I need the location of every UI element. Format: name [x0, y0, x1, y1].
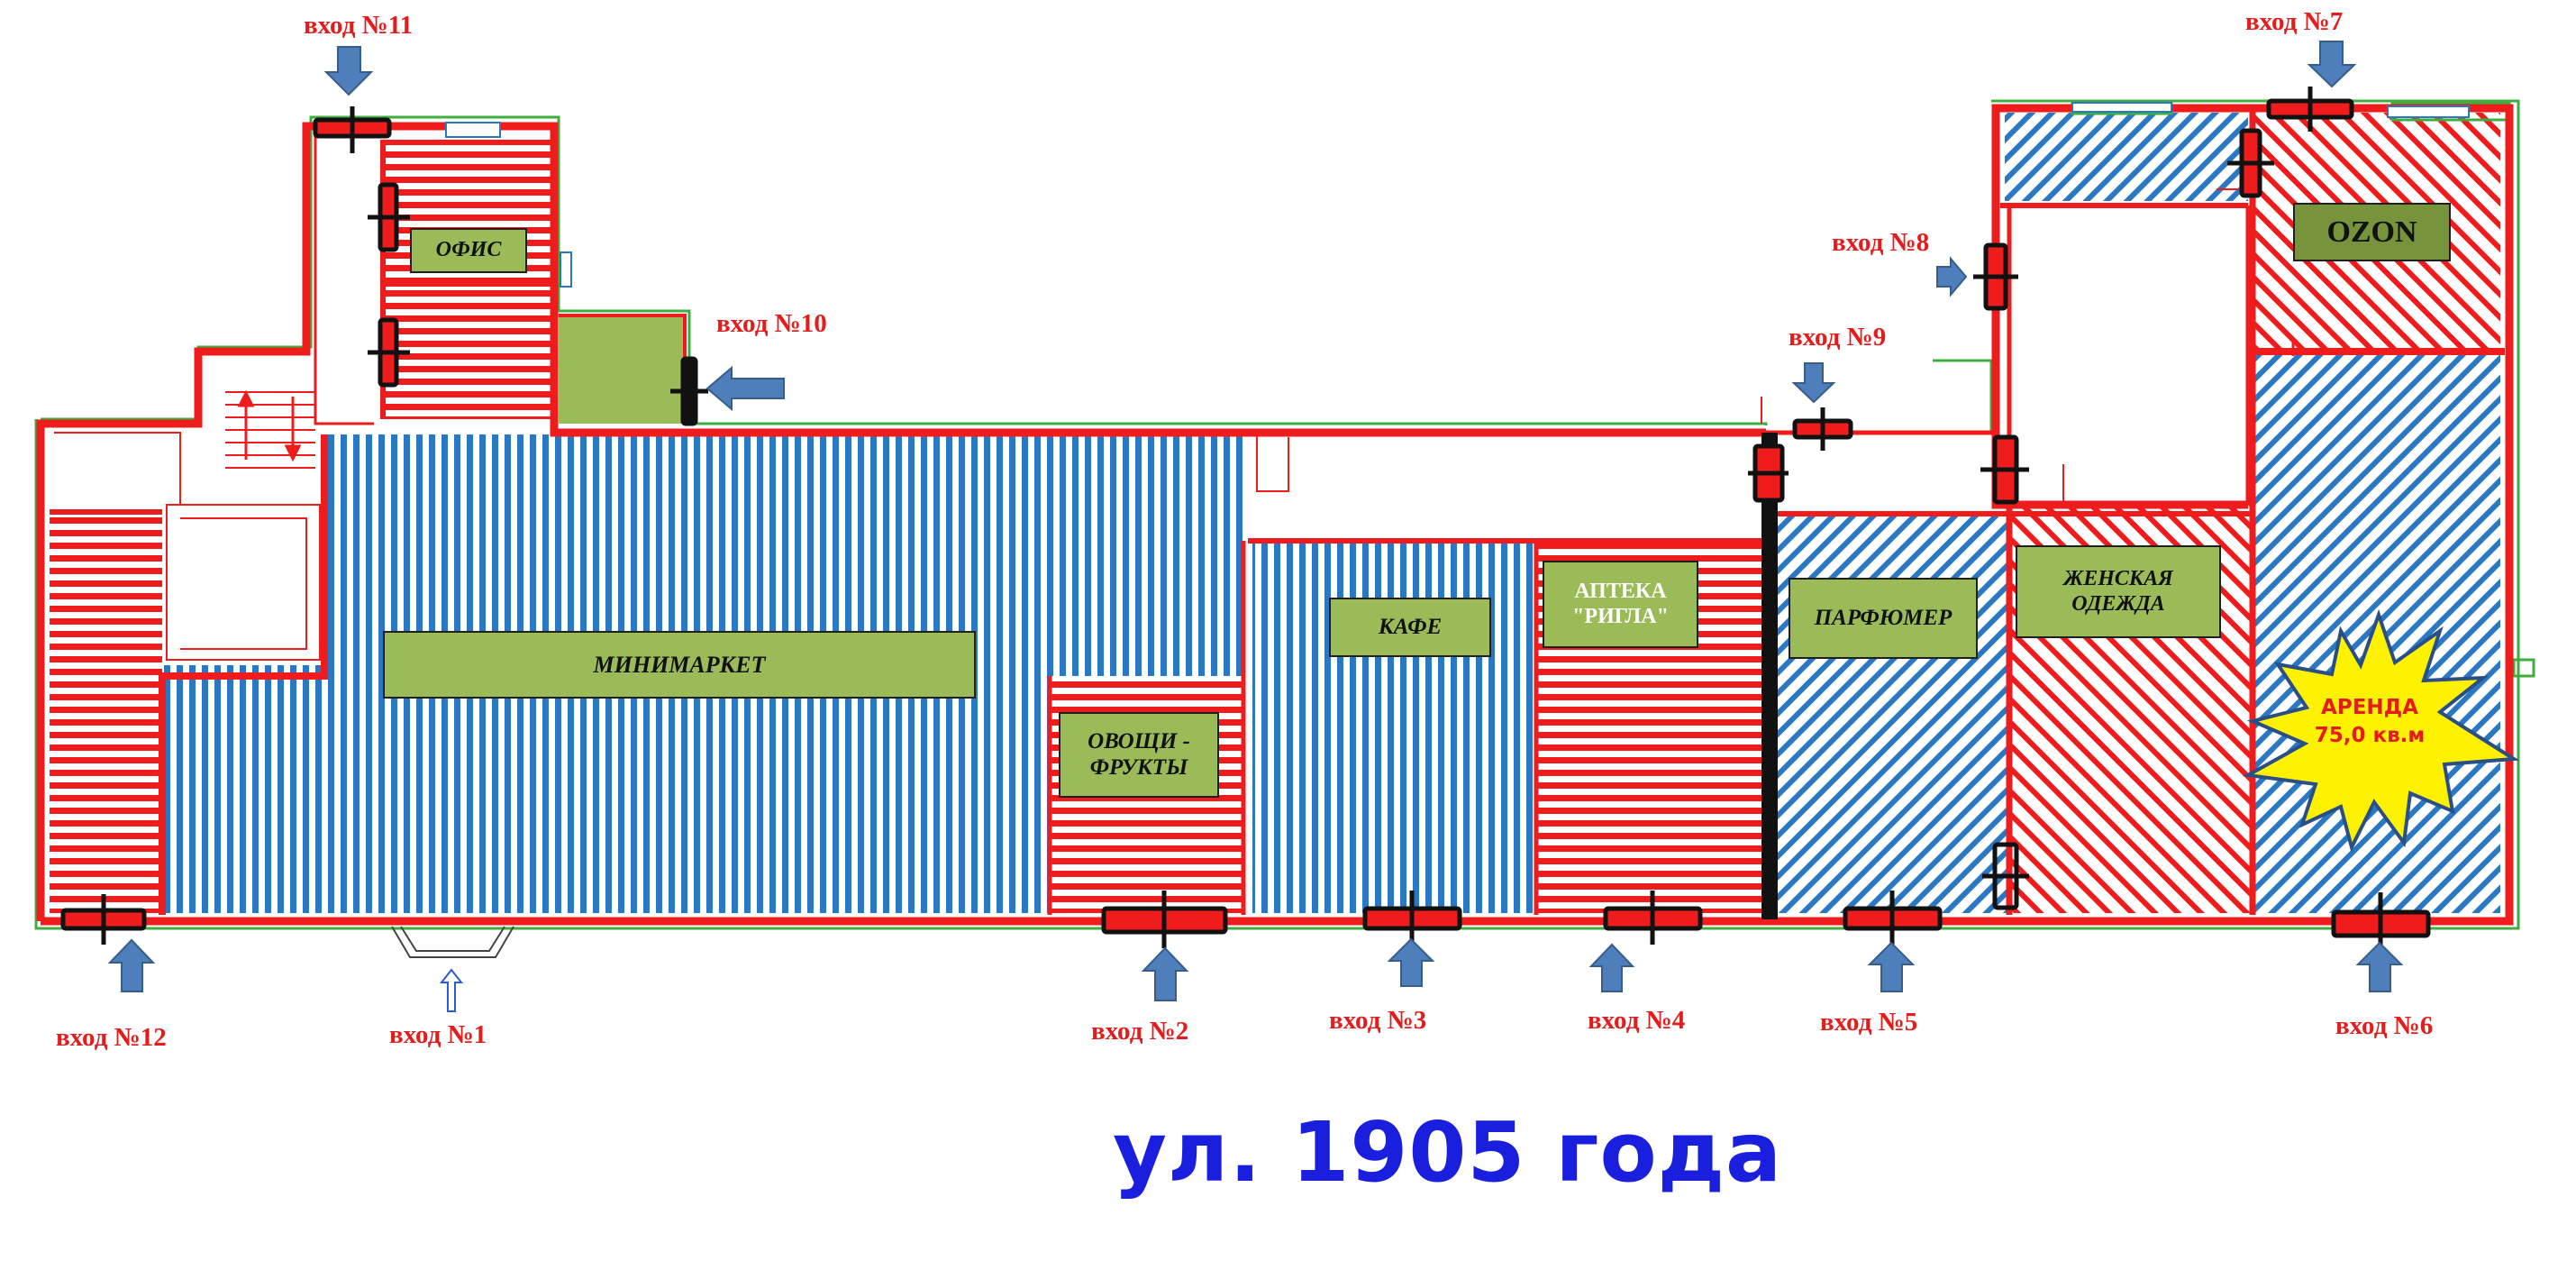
zone-stairs: [225, 388, 315, 469]
arrow-9: [1791, 362, 1836, 404]
entrance-label-10: вход №10: [716, 309, 827, 338]
arrow-2: [1141, 946, 1189, 1001]
door-6: [2331, 892, 2431, 954]
rent-star: [2242, 608, 2520, 853]
black-wall: [1761, 433, 1778, 919]
zone-minimarket-lower: [162, 665, 1050, 913]
zone-green-room: [559, 315, 685, 424]
entrance-label-5: вход №5: [1820, 1008, 1918, 1037]
windows: [445, 102, 2470, 288]
door-5: [1843, 891, 1943, 945]
door-womens-top: [1980, 434, 2029, 505]
door-ozon-side: [2227, 128, 2274, 198]
entrance-label-2: вход №2: [1091, 1017, 1189, 1046]
arrow-3: [1387, 937, 1435, 987]
entrance-1-steps: [391, 926, 514, 958]
door-3: [1362, 891, 1462, 945]
door-8: [1973, 242, 2018, 311]
zone-perfumer: [1775, 514, 2009, 913]
arrow-6: [2355, 941, 2404, 992]
label-office: ОФИС: [410, 228, 527, 273]
entrance-label-4: вход №4: [1588, 1006, 1686, 1035]
door-4: [1603, 891, 1703, 945]
entrance-label-8: вход №8: [1832, 228, 1930, 257]
door-black-wall: [1748, 443, 1789, 503]
door-womens-bottom: [1982, 842, 2029, 910]
walls: [36, 104, 2514, 926]
zone-office: [383, 140, 554, 419]
arrow-8: [1936, 256, 1968, 297]
arrow-12: [107, 938, 156, 992]
door-2: [1101, 891, 1228, 948]
zone-top-blue: [2005, 113, 2248, 201]
arrow-7: [2307, 41, 2357, 88]
entrance-label-3: вход №3: [1329, 1006, 1427, 1035]
doors: [60, 87, 2431, 954]
arrow-4: [1588, 943, 1635, 992]
door-9: [1792, 407, 1853, 451]
zone-left-red: [50, 512, 162, 913]
label-ozon: OZON: [2293, 203, 2451, 261]
label-vegetables: ОВОЩИ - ФРУКТЫ: [1059, 712, 1219, 798]
door-10: [670, 356, 708, 426]
arrow-10: [705, 365, 785, 412]
stair-arrows: [237, 389, 302, 462]
door-office-1: [368, 182, 410, 252]
door-office-2: [368, 317, 410, 388]
zone-cafe: [1252, 541, 1536, 913]
label-pharmacy: АПТЕКА "РИГЛА": [1543, 561, 1698, 648]
door-11: [313, 106, 392, 153]
arrow-11: [323, 46, 374, 96]
entrance-label-7: вход №7: [2245, 7, 2344, 36]
entrance-label-1: вход №1: [389, 1020, 487, 1049]
entrance-label-12: вход №12: [56, 1023, 167, 1052]
label-minimarket: МИНИМАРКЕТ: [383, 631, 976, 699]
arrow-5: [1867, 941, 1916, 992]
label-womens-clothing: ЖЕНСКАЯ ОДЕЖДА: [2016, 545, 2221, 638]
label-perfumer: ПАРФЮМЕР: [1789, 578, 1978, 659]
entrance-arrows: [107, 41, 2404, 1001]
entrance-label-11: вход №11: [304, 11, 414, 40]
rent-badge-text: АРЕНДА 75,0 кв.м: [2314, 696, 2426, 748]
street-name: ул. 1905 года: [1113, 1104, 1783, 1201]
door-12: [60, 894, 147, 945]
entrance-label-9: вход №9: [1789, 323, 1887, 352]
arrow-1: [439, 968, 464, 1012]
door-7: [2266, 87, 2354, 132]
label-cafe: КАФЕ: [1329, 598, 1491, 657]
entrance-label-6: вход №6: [2335, 1011, 2434, 1040]
